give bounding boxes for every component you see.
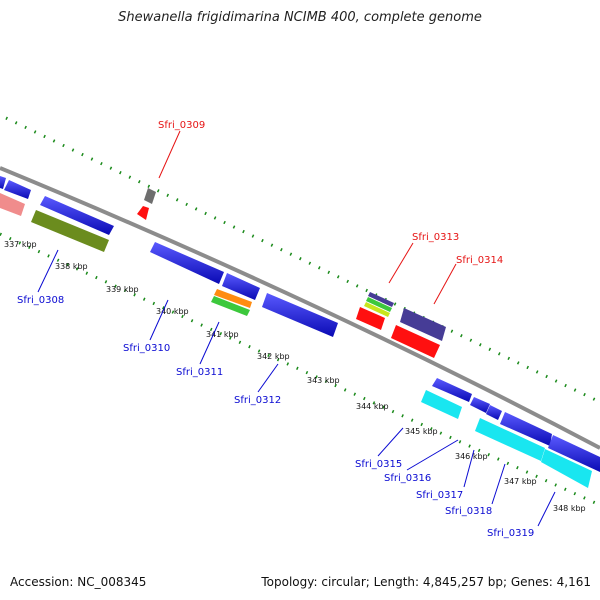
gene-feature-yellow[interactable] <box>364 302 390 317</box>
gene-label-sfri-0309[interactable]: Sfri_0309 <box>158 120 205 131</box>
kbp-label: 345 kbp <box>405 427 438 436</box>
gene-feature[interactable] <box>150 242 224 284</box>
accession-text: Accession: NC_008345 <box>10 575 147 589</box>
outer-tick-ring <box>5 116 600 404</box>
leader-line <box>257 363 279 393</box>
leader-line <box>377 427 404 457</box>
gene-label-sfri-0315[interactable]: Sfri_0315 <box>355 459 402 470</box>
kbp-label: 341 kbp <box>206 330 239 339</box>
kbp-label: 337 kbp <box>4 240 37 249</box>
gene-feature-red[interactable] <box>137 206 149 220</box>
forward-strand-genes <box>0 176 600 472</box>
gene-feature[interactable] <box>470 397 490 413</box>
gene-feature[interactable] <box>486 405 502 420</box>
gene-label-sfri-0311[interactable]: Sfri_0311 <box>176 367 223 378</box>
leader-line <box>406 439 459 471</box>
gene-label-sfri-0312[interactable]: Sfri_0312 <box>234 395 281 406</box>
leader-line <box>491 463 506 505</box>
leader-line <box>388 242 414 284</box>
kbp-label: 339 kbp <box>106 285 139 294</box>
gene-feature[interactable] <box>4 180 31 199</box>
leader-line <box>433 263 457 305</box>
gene-feature[interactable] <box>222 273 260 300</box>
leader-line <box>463 449 475 488</box>
leader-line <box>149 299 169 341</box>
reverse-strand-genes <box>0 193 592 488</box>
gene-feature[interactable] <box>0 176 6 189</box>
gene-feature-cyan[interactable] <box>475 418 545 461</box>
map-title: Shewanella frigidimarina NCIMB 400, comp… <box>118 10 482 25</box>
gene-feature-green[interactable] <box>366 297 392 312</box>
gene-label-sfri-0319[interactable]: Sfri_0319 <box>487 528 534 539</box>
gene-label-sfri-0316[interactable]: Sfri_0316 <box>384 473 431 484</box>
gene-feature-gray[interactable] <box>144 188 156 204</box>
gene-labels: Sfri_0308 Sfri_0309 Sfri_0310 Sfri_0311 … <box>17 120 534 539</box>
leader-line <box>199 321 220 365</box>
gene-feature[interactable] <box>40 196 114 235</box>
gene-feature[interactable] <box>500 412 552 446</box>
gene-label-sfri-0310[interactable]: Sfri_0310 <box>123 343 170 354</box>
gene-feature-navy[interactable] <box>400 308 446 341</box>
kbp-label: 338 kbp <box>55 262 88 271</box>
gene-feature[interactable] <box>432 378 472 402</box>
kbp-labels: 337 kbp 338 kbp 339 kbp 340 kbp 341 kbp … <box>4 240 586 513</box>
gene-label-sfri-0317[interactable]: Sfri_0317 <box>416 490 463 501</box>
leader-line <box>537 491 556 527</box>
leader-lines <box>37 130 556 527</box>
gene-feature[interactable] <box>548 435 600 472</box>
genome-summary-text: Topology: circular; Length: 4,845,257 bp… <box>261 575 591 589</box>
gene-feature-olive[interactable] <box>31 210 109 252</box>
gene-feature-red[interactable] <box>391 325 440 358</box>
kbp-label: 344 kbp <box>356 402 389 411</box>
leader-line <box>37 249 59 293</box>
kbp-label: 346 kbp <box>455 452 488 461</box>
gene-label-sfri-0313[interactable]: Sfri_0313 <box>412 232 459 243</box>
gene-feature-orange[interactable] <box>214 289 252 308</box>
kbp-label: 343 kbp <box>307 376 340 385</box>
kbp-label: 342 kbp <box>257 352 290 361</box>
gene-feature-cyan[interactable] <box>541 449 592 488</box>
gene-label-sfri-0308[interactable]: Sfri_0308 <box>17 295 64 306</box>
kbp-label: 348 kbp <box>553 504 586 513</box>
gene-feature-cyan[interactable] <box>421 390 462 419</box>
gene-label-sfri-0318[interactable]: Sfri_0318 <box>445 506 492 517</box>
leader-line <box>158 130 181 179</box>
gene-feature-pink[interactable] <box>0 193 25 216</box>
gene-feature-navy[interactable] <box>368 292 394 307</box>
genome-backbone <box>0 166 600 450</box>
gene-label-sfri-0314[interactable]: Sfri_0314 <box>456 255 503 266</box>
kbp-label: 340 kbp <box>156 307 189 316</box>
gene-feature-green[interactable] <box>211 296 250 316</box>
inner-tick-ring <box>0 232 600 507</box>
gene-feature-red[interactable] <box>356 307 385 330</box>
kbp-label: 347 kbp <box>504 477 537 486</box>
gene-feature[interactable] <box>262 293 338 337</box>
